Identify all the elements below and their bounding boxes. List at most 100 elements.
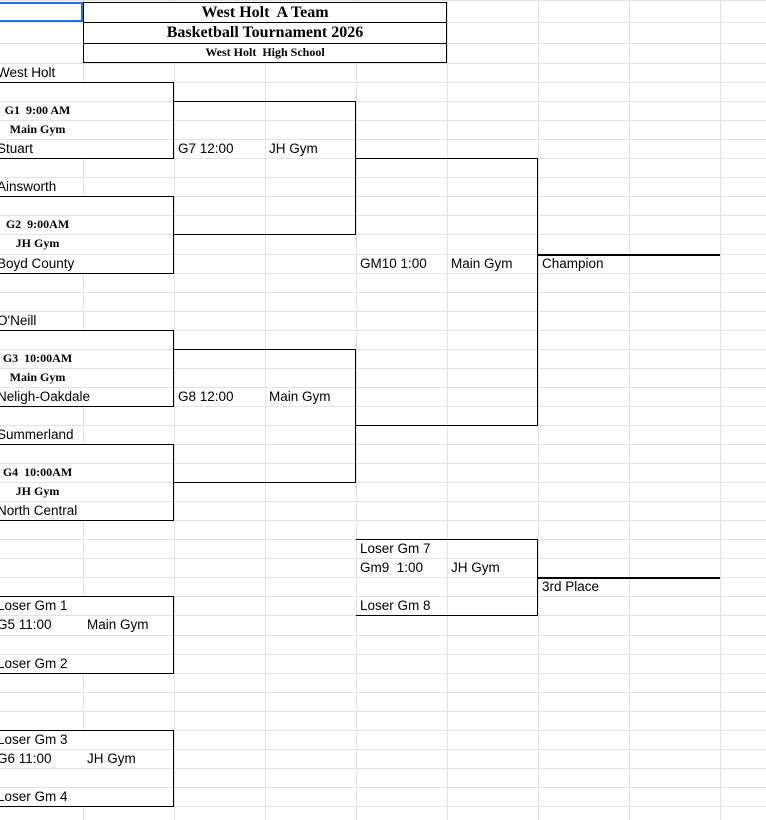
cell-jh-gym[interactable]: JH Gym xyxy=(15,484,60,498)
g4-box xyxy=(0,444,174,521)
grid-col-line xyxy=(83,806,84,820)
selected-cell-highlight xyxy=(0,2,83,22)
cell-jh-gym[interactable]: JH Gym xyxy=(451,560,500,575)
grid-row-line xyxy=(0,82,766,83)
cell-g2-9-00am[interactable]: G2 9:00AM xyxy=(5,217,70,231)
grid-row-line xyxy=(0,101,766,102)
grid-row-line xyxy=(0,520,766,521)
grid-row-line xyxy=(0,596,766,597)
g3-box xyxy=(0,330,174,407)
grid-col-line xyxy=(356,0,357,820)
cell-gm10-1-00[interactable]: GM10 1:00 xyxy=(360,256,427,271)
cell-summerland[interactable]: Summerland xyxy=(0,427,74,442)
cell-neligh-oakdale[interactable]: Neligh-Oakdale xyxy=(0,389,91,404)
grid-row-line xyxy=(0,749,766,750)
grid-row-line xyxy=(0,482,766,483)
grid-row-line xyxy=(0,177,766,178)
grid-row-line xyxy=(0,387,766,388)
grid-row-line xyxy=(0,463,766,464)
grid-row-line xyxy=(0,558,766,559)
grid-row-line xyxy=(0,311,766,312)
cell-3rd-place[interactable]: 3rd Place xyxy=(542,579,600,594)
cell-boyd-county[interactable]: Boyd County xyxy=(0,256,75,271)
grid-row-line xyxy=(0,215,766,216)
cell-g7-12-00[interactable]: G7 12:00 xyxy=(178,141,234,156)
cell-g1-9-00-am[interactable]: G1 9:00 AM xyxy=(4,103,71,117)
grid-col-line xyxy=(720,0,721,820)
grid-row-line xyxy=(0,806,766,807)
title-school[interactable]: West Holt High School xyxy=(205,45,325,59)
grid-row-line xyxy=(0,254,766,255)
grid-row-line xyxy=(0,349,766,350)
title-tournament[interactable]: Basketball Tournament 2026 xyxy=(84,23,446,44)
grid-col-line xyxy=(447,0,448,820)
g5-box xyxy=(0,596,174,674)
cell-main-gym[interactable]: Main Gym xyxy=(451,256,513,271)
grid-col-line xyxy=(83,673,84,730)
gm9-box xyxy=(356,539,538,616)
grid-row-line xyxy=(0,120,766,121)
g8-box xyxy=(174,349,356,483)
grid-row-line xyxy=(0,234,766,235)
grid-col-line xyxy=(538,0,539,820)
cell-main-gym[interactable]: Main Gym xyxy=(87,617,149,632)
grid-row-line xyxy=(0,654,766,655)
third-place-line xyxy=(538,577,720,579)
cell-north-central[interactable]: North Central xyxy=(0,503,78,518)
cell-ainsworth[interactable]: Ainsworth xyxy=(0,179,57,194)
grid-col-line xyxy=(174,0,175,820)
gm10-box xyxy=(356,158,538,426)
grid-row-line xyxy=(0,501,766,502)
grid-row-line xyxy=(0,273,766,274)
cell-g4-10-00am[interactable]: G4 10:00AM xyxy=(2,465,73,479)
cell-jh-gym[interactable]: JH Gym xyxy=(269,141,318,156)
grid-row-line xyxy=(0,768,766,769)
grid-row-line xyxy=(0,635,766,636)
cell-champion[interactable]: Champion xyxy=(542,256,604,271)
grid-row-line xyxy=(0,63,766,64)
cell-stuart[interactable]: Stuart xyxy=(0,141,34,156)
cell-g3-10-00am[interactable]: G3 10:00AM xyxy=(2,351,73,365)
cell-jh-gym[interactable]: JH Gym xyxy=(87,751,136,766)
cell-loser-gm-2[interactable]: Loser Gm 2 xyxy=(0,656,68,671)
grid-row-line xyxy=(0,673,766,674)
cell-loser-gm-8[interactable]: Loser Gm 8 xyxy=(360,598,431,613)
cell-g8-12-00[interactable]: G8 12:00 xyxy=(178,389,234,404)
grid-row-line xyxy=(0,444,766,445)
cell-g5-11-00[interactable]: G5 11:00 xyxy=(0,617,52,632)
grid-row-line xyxy=(0,139,766,140)
title-merged-cells: West Holt A Team Basketball Tournament 2… xyxy=(83,2,447,63)
cell-main-gym[interactable]: Main Gym xyxy=(9,122,66,136)
grid-row-line xyxy=(0,711,766,712)
grid-col-line xyxy=(265,0,266,820)
grid-row-line xyxy=(0,0,766,1)
cell-loser-gm-7[interactable]: Loser Gm 7 xyxy=(360,541,431,556)
grid-col-line xyxy=(83,273,84,330)
g1-box xyxy=(0,82,174,159)
cell-g6-11-00[interactable]: G6 11:00 xyxy=(0,751,52,766)
grid-row-line xyxy=(0,787,766,788)
grid-row-line xyxy=(0,577,766,578)
grid-row-line xyxy=(0,196,766,197)
cell-main-gym[interactable]: Main Gym xyxy=(269,389,331,404)
cell-main-gym[interactable]: Main Gym xyxy=(9,370,66,384)
grid-row-line xyxy=(0,330,766,331)
cell-loser-gm-3[interactable]: Loser Gm 3 xyxy=(0,732,68,747)
grid-col-line xyxy=(83,406,84,444)
cell-loser-gm-1[interactable]: Loser Gm 1 xyxy=(0,598,68,613)
g7-box xyxy=(174,101,356,235)
cell-loser-gm-4[interactable]: Loser Gm 4 xyxy=(0,789,68,804)
g2-box xyxy=(0,196,174,274)
grid-col-line xyxy=(83,158,84,196)
cell-jh-gym[interactable]: JH Gym xyxy=(15,236,60,250)
title-team-name[interactable]: West Holt A Team xyxy=(84,3,446,23)
g6-box xyxy=(0,730,174,807)
cell-gm9-1-00[interactable]: Gm9 1:00 xyxy=(360,560,424,575)
champion-line xyxy=(538,254,720,256)
cell-west-holt[interactable]: West Holt xyxy=(0,65,56,80)
grid-col-line xyxy=(629,0,630,820)
cell-o-neill[interactable]: O'Neill xyxy=(0,313,37,328)
grid-col-line xyxy=(83,520,84,596)
